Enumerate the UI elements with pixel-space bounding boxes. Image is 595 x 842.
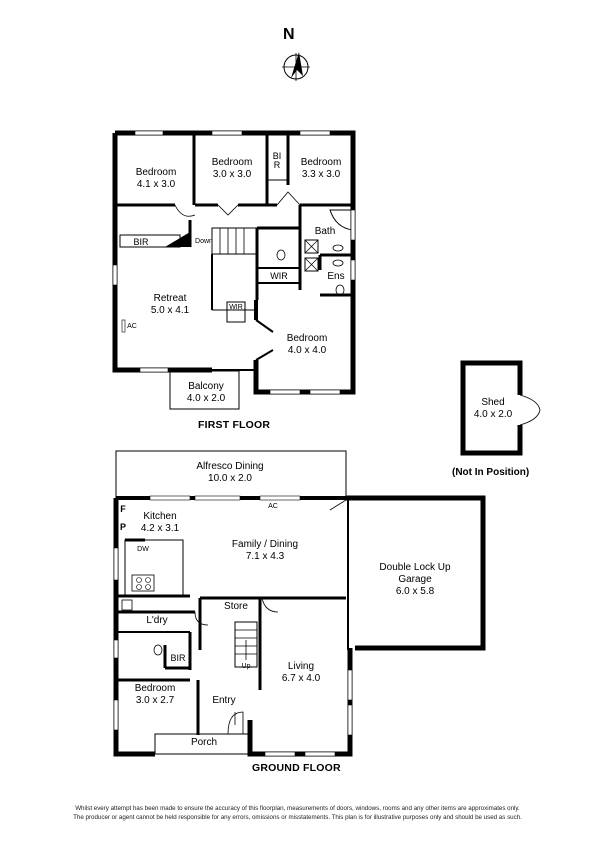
room-dims: 4.0 x 2.0: [473, 409, 513, 420]
room-name: Balcony: [188, 381, 224, 392]
room-name-2: Garage: [398, 574, 432, 585]
room-living: Living 6.7 x 4.0: [268, 661, 334, 685]
room-dims: 3.0 x 2.7: [135, 695, 175, 706]
room-dims: 3.0 x 3.0: [212, 169, 252, 180]
room-garage: Double Lock Up Garage 6.0 x 5.8: [364, 562, 466, 598]
room-entry: Entry: [212, 695, 236, 706]
ground-floor-plan: [113, 450, 486, 757]
room-name: Bedroom: [300, 157, 342, 168]
room-bedroom-ground: Bedroom 3.0 x 2.7: [124, 683, 186, 707]
ground-floor-title: GROUND FLOOR: [252, 762, 341, 774]
ac-first-label: AC: [127, 323, 137, 330]
room-bedroom-3: Bedroom 3.3 x 3.0: [290, 157, 352, 181]
room-name: Bedroom: [135, 167, 177, 178]
room-name: Shed: [481, 397, 505, 408]
room-dims: 10.0 x 2.0: [208, 473, 252, 484]
pantry-label: P: [119, 522, 126, 532]
room-dims: 4.1 x 3.0: [136, 179, 176, 190]
first-floor-title: FIRST FLOOR: [198, 419, 271, 431]
disclaimer-line-1: Whilst every attempt has been made to en…: [75, 805, 520, 812]
room-family-dining: Family / Dining 7.1 x 4.3: [212, 539, 318, 563]
room-alfresco: Alfresco Dining 10.0 x 2.0: [180, 461, 280, 485]
room-dims: 5.0 x 4.1: [150, 305, 190, 316]
room-kitchen: Kitchen 4.2 x 3.1: [133, 511, 187, 535]
room-bedroom-master: Bedroom 4.0 x 4.0: [270, 333, 344, 357]
room-bir-first: BIR: [133, 237, 149, 247]
room-retreat: Retreat 5.0 x 4.1: [130, 293, 210, 317]
room-dims: 3.3 x 3.0: [301, 169, 341, 180]
room-dims: 6.7 x 4.0: [281, 673, 321, 684]
room-name: Kitchen: [143, 511, 177, 522]
stairs-down-label: Down: [195, 238, 213, 245]
room-wir-small: WIR: [229, 304, 243, 311]
north-compass-icon: [282, 52, 310, 81]
room-name: Living: [287, 661, 315, 672]
disclaimer-line-2: The producer or agent cannot be held res…: [73, 814, 522, 821]
shed-plan: [460, 360, 541, 456]
north-label: N: [283, 26, 295, 43]
room-dims: 4.2 x 3.1: [140, 523, 180, 534]
room-ens: Ens: [327, 271, 345, 282]
room-store: Store: [224, 601, 248, 612]
room-name: Bedroom: [286, 333, 328, 344]
first-floor-plan: [112, 130, 356, 410]
room-name: Family / Dining: [231, 539, 299, 550]
room-bedroom-2: Bedroom 3.0 x 3.0: [200, 157, 264, 181]
dishwasher-label: DW: [137, 546, 149, 553]
room-dims: 4.0 x 2.0: [186, 393, 226, 404]
room-wir-first: WIR: [270, 271, 288, 281]
disclaimer: Whilst every attempt has been made to en…: [0, 804, 595, 822]
room-bath: Bath: [314, 226, 336, 237]
room-name: Bedroom: [211, 157, 253, 168]
room-porch: Porch: [190, 737, 218, 748]
room-dims: 7.1 x 4.3: [245, 551, 285, 562]
room-shed: Shed 4.0 x 2.0: [468, 397, 518, 421]
room-balcony: Balcony 4.0 x 2.0: [176, 381, 236, 405]
room-bedroom-1: Bedroom 4.1 x 3.0: [125, 167, 187, 191]
room-name: Retreat: [153, 293, 187, 304]
room-dims: 4.0 x 4.0: [287, 345, 327, 356]
stairs-up-label: Up: [241, 663, 251, 670]
room-name: Alfresco Dining: [196, 461, 264, 472]
room-dims: 6.0 x 5.8: [395, 586, 435, 597]
shed-note: (Not In Position): [452, 467, 530, 478]
room-bir-ground: BIR: [170, 653, 186, 663]
fridge-label: F: [120, 504, 126, 514]
room-name: Double Lock Up: [379, 562, 451, 573]
room-bir-vertical: BIR: [272, 151, 282, 170]
room-laundry: L'dry: [146, 615, 168, 626]
room-name: Bedroom: [134, 683, 176, 694]
ac-ground-label: AC: [268, 503, 278, 510]
